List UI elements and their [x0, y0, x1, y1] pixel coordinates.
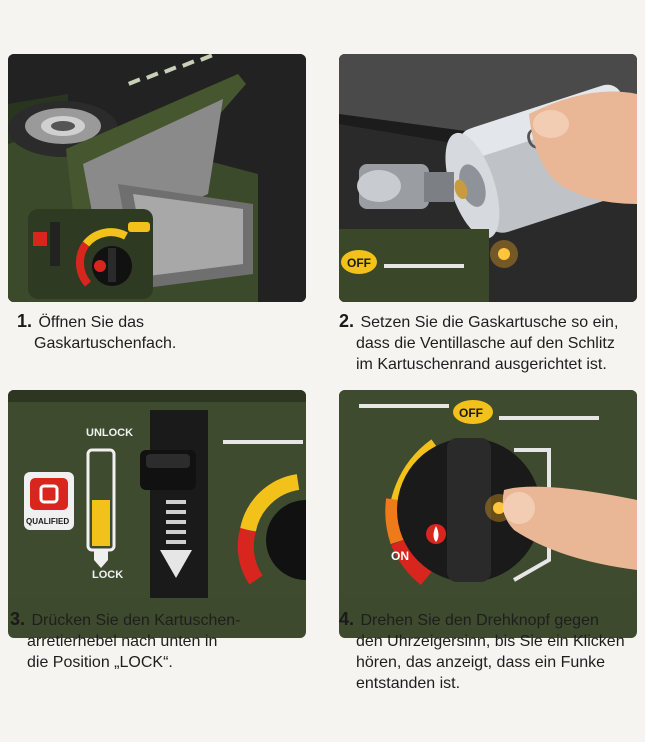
step4-line4: entstanden ist.: [356, 675, 461, 692]
step3-line3: die Position „LOCK“.: [27, 654, 173, 671]
step3-caption: 3. Drücken Sie den Kartuschen- arretierh…: [10, 609, 310, 673]
step2-image: GAS OFF: [339, 54, 637, 302]
unlock-label: UNLOCK: [86, 427, 133, 439]
step4-caption: 4. Drehen Sie den Drehknopf gegen den Uh…: [339, 609, 639, 694]
step3-image: UNLOCK LOCK QUALIFIED: [8, 390, 306, 638]
step2-caption: 2. Setzen Sie die Gaskartusche so ein, d…: [339, 311, 639, 375]
step1-caption: 1. Öffnen Sie das Gaskartuschenfach.: [17, 311, 317, 354]
step1-line1: Öffnen Sie das: [38, 314, 145, 331]
step3-number: 3.: [10, 609, 26, 629]
step3-line2: arretierhebel nach unten in: [27, 633, 218, 650]
step4-number: 4.: [339, 609, 355, 629]
step2-number: 2.: [339, 311, 355, 331]
on-label: ON: [391, 549, 409, 563]
step2-line2: dass die Ventillasche auf den Schlitz: [356, 335, 615, 352]
step4-image: OFF ON: [339, 390, 637, 638]
step2-line3: im Kartuschenrand ausgerichtet ist.: [356, 356, 607, 373]
step2-line1: Setzen Sie die Gaskartusche so ein,: [360, 314, 619, 331]
step1-line2: Gaskartuschenfach.: [34, 335, 177, 352]
step4-line2: den Uhrzeigersinn, bis Sie ein Klicken: [356, 633, 625, 650]
step3-line1: Drücken Sie den Kartuschen-: [31, 612, 241, 629]
step4-line1: Drehen Sie den Drehknopf gegen: [360, 612, 599, 629]
qualified-badge-text: QUALIFIED: [26, 517, 69, 526]
step1-image: [8, 54, 306, 302]
step1-number: 1.: [17, 311, 33, 331]
step4-line3: hören, das anzeigt, dass ein Funke: [356, 654, 606, 671]
lock-label: LOCK: [92, 569, 123, 581]
off-label: OFF: [459, 406, 483, 420]
off-label-small: OFF: [347, 256, 371, 270]
